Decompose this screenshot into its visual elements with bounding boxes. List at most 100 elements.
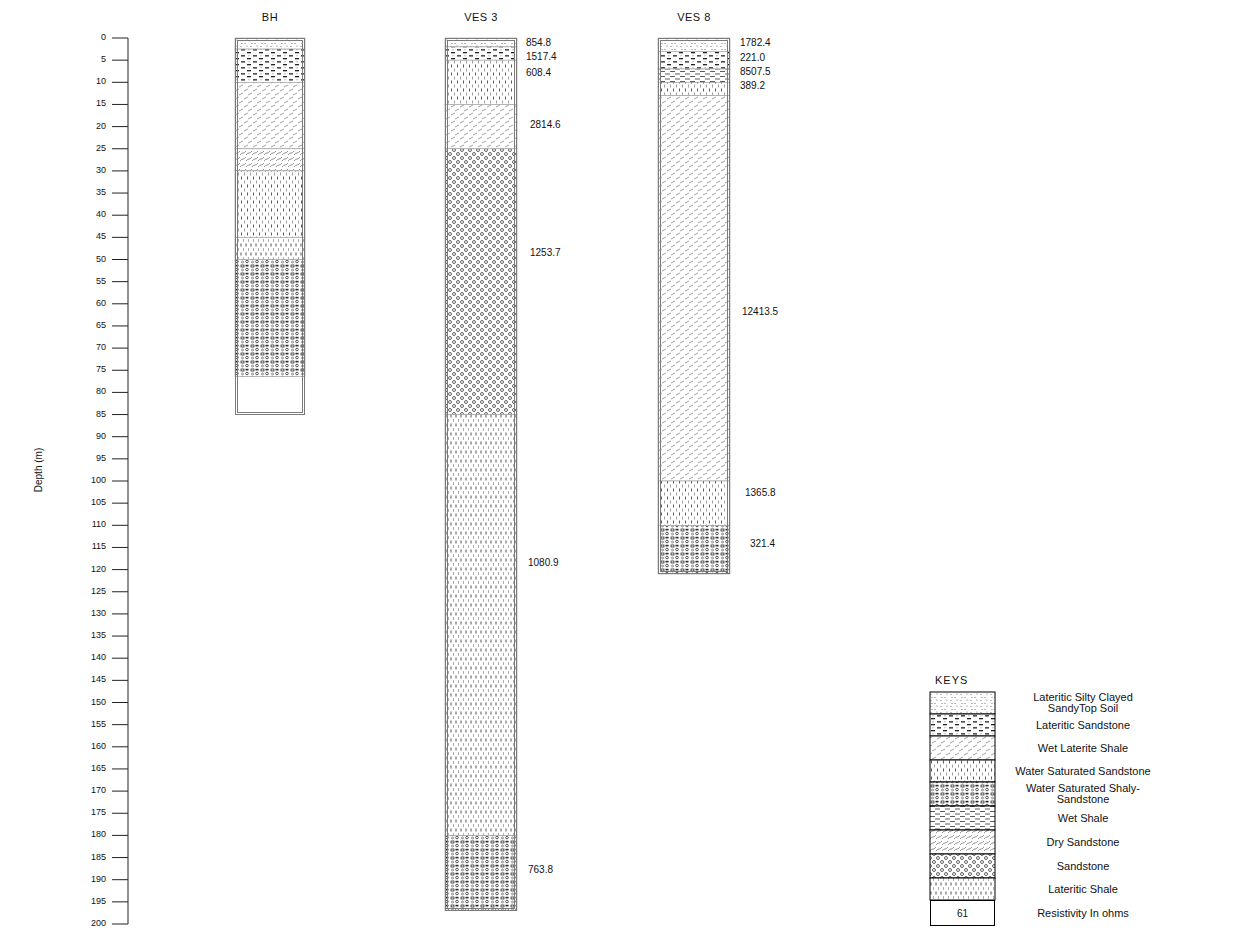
depth-tick-label: 180	[91, 830, 106, 840]
depth-tick	[112, 924, 128, 925]
depth-tick	[112, 436, 128, 437]
depth-tick	[112, 724, 128, 725]
depth-tick	[112, 901, 128, 902]
depth-tick-label: 10	[96, 77, 106, 87]
resistivity-value: 2814.6	[530, 119, 561, 130]
depth-tick-label: 135	[91, 631, 106, 641]
legend-text: Dry Sandstone	[1008, 837, 1158, 848]
resistivity-value: 1365.8	[745, 487, 776, 498]
depth-tick-label: 85	[96, 410, 106, 420]
depth-tick	[112, 569, 128, 570]
log-column: VES 8	[658, 38, 730, 574]
depth-tick	[112, 481, 128, 482]
column-heading: BH	[262, 11, 278, 23]
depth-tick-label: 120	[91, 565, 106, 575]
depth-tick-label: 190	[91, 875, 106, 885]
depth-tick-label: 80	[96, 387, 106, 397]
resistivity-value: 608.4	[526, 67, 551, 78]
resistivity-value: 221.0	[740, 52, 765, 63]
depth-tick	[112, 193, 128, 194]
depth-tick	[112, 636, 128, 637]
bh-layers	[235, 38, 305, 377]
depth-tick-label: 165	[91, 764, 106, 774]
depth-tick-label: 50	[96, 255, 106, 265]
depth-tick	[112, 525, 128, 526]
depth-tick-label: 40	[96, 210, 106, 220]
depth-tick-label: 65	[96, 321, 106, 331]
depth-tick	[112, 38, 128, 39]
depth-tick-label: 130	[91, 609, 106, 619]
column-heading: VES 8	[677, 11, 711, 23]
legend-text: Wet Shale	[1008, 813, 1158, 824]
depth-tick	[112, 370, 128, 371]
depth-tick	[112, 746, 128, 747]
resistivity-value: 8507.5	[740, 66, 771, 77]
depth-tick-label: 185	[91, 853, 106, 863]
depth-tick	[112, 813, 128, 814]
resistivity-value: 1253.7	[530, 247, 561, 258]
depth-tick	[112, 148, 128, 149]
depth-tick-label: 75	[96, 365, 106, 375]
depth-tick	[112, 215, 128, 216]
depth-tick-label: 15	[96, 99, 106, 109]
key-value: 61	[957, 908, 968, 919]
depth-tick-label: 55	[96, 277, 106, 287]
depth-tick	[112, 658, 128, 659]
depth-tick	[112, 303, 128, 304]
depth-tick-label: 170	[91, 786, 106, 796]
depth-tick	[112, 348, 128, 349]
depth-tick	[112, 104, 128, 105]
depth-tick	[112, 768, 128, 769]
depth-tick	[112, 392, 128, 393]
resistivity-value: 1782.4	[740, 37, 771, 48]
legend-heading: KEYS	[935, 674, 968, 686]
depth-tick	[112, 126, 128, 127]
depth-tick	[112, 458, 128, 459]
depth-tick-label: 45	[96, 232, 106, 242]
depth-tick-label: 195	[91, 897, 106, 907]
resistivity-value: 854.8	[526, 37, 551, 48]
depth-tick-label: 30	[96, 166, 106, 176]
depth-tick	[112, 680, 128, 681]
legend-text: Lateritic Sandstone	[1008, 720, 1158, 731]
legend-text: Wet Laterite Shale	[1008, 743, 1158, 754]
ves3-layers	[445, 38, 517, 911]
resistivity-value: 1517.4	[526, 51, 557, 62]
depth-tick	[112, 835, 128, 836]
legend-text: Sandstone	[1008, 861, 1158, 872]
legend-text: Lateritic Silty Clayed SandyTop Soil	[1008, 692, 1158, 714]
depth-tick-label: 125	[91, 587, 106, 597]
depth-tick-label: 110	[92, 520, 106, 530]
depth-tick	[112, 60, 128, 61]
depth-tick	[112, 591, 128, 592]
resistivity-value: 389.2	[740, 80, 765, 91]
legend-text: Lateritic Shale	[1008, 884, 1158, 895]
depth-tick	[112, 237, 128, 238]
legend-text: Water Saturated Shaly-Sandstone	[1008, 783, 1158, 805]
depth-tick	[112, 82, 128, 83]
depth-tick-label: 115	[92, 542, 106, 552]
legend-text: Resistivity In ohms	[1008, 908, 1158, 919]
key-swatches	[930, 692, 995, 900]
depth-tick	[112, 547, 128, 548]
depth-tick	[112, 791, 128, 792]
axis-title: Depth (m)	[33, 448, 44, 492]
depth-tick	[112, 414, 128, 415]
depth-tick-label: 155	[91, 720, 106, 730]
legend-text: Water Saturated Sandstone	[1008, 766, 1158, 777]
resistivity-value: 1080.9	[528, 557, 559, 568]
log-column: VES 3	[445, 38, 517, 911]
depth-tick-label: 175	[91, 808, 106, 818]
depth-tick	[112, 503, 128, 504]
log-column: BH	[235, 38, 305, 415]
resistivity-key-box: 61	[930, 900, 995, 926]
depth-tick	[112, 702, 128, 703]
depth-tick-label: 20	[96, 122, 106, 132]
resistivity-value: 321.4	[750, 538, 775, 549]
column-heading: VES 3	[464, 11, 498, 23]
depth-tick-label: 150	[91, 698, 106, 708]
depth-tick-label: 160	[91, 742, 106, 752]
depth-tick-label: 140	[91, 653, 106, 663]
ves8-layers	[658, 38, 730, 574]
